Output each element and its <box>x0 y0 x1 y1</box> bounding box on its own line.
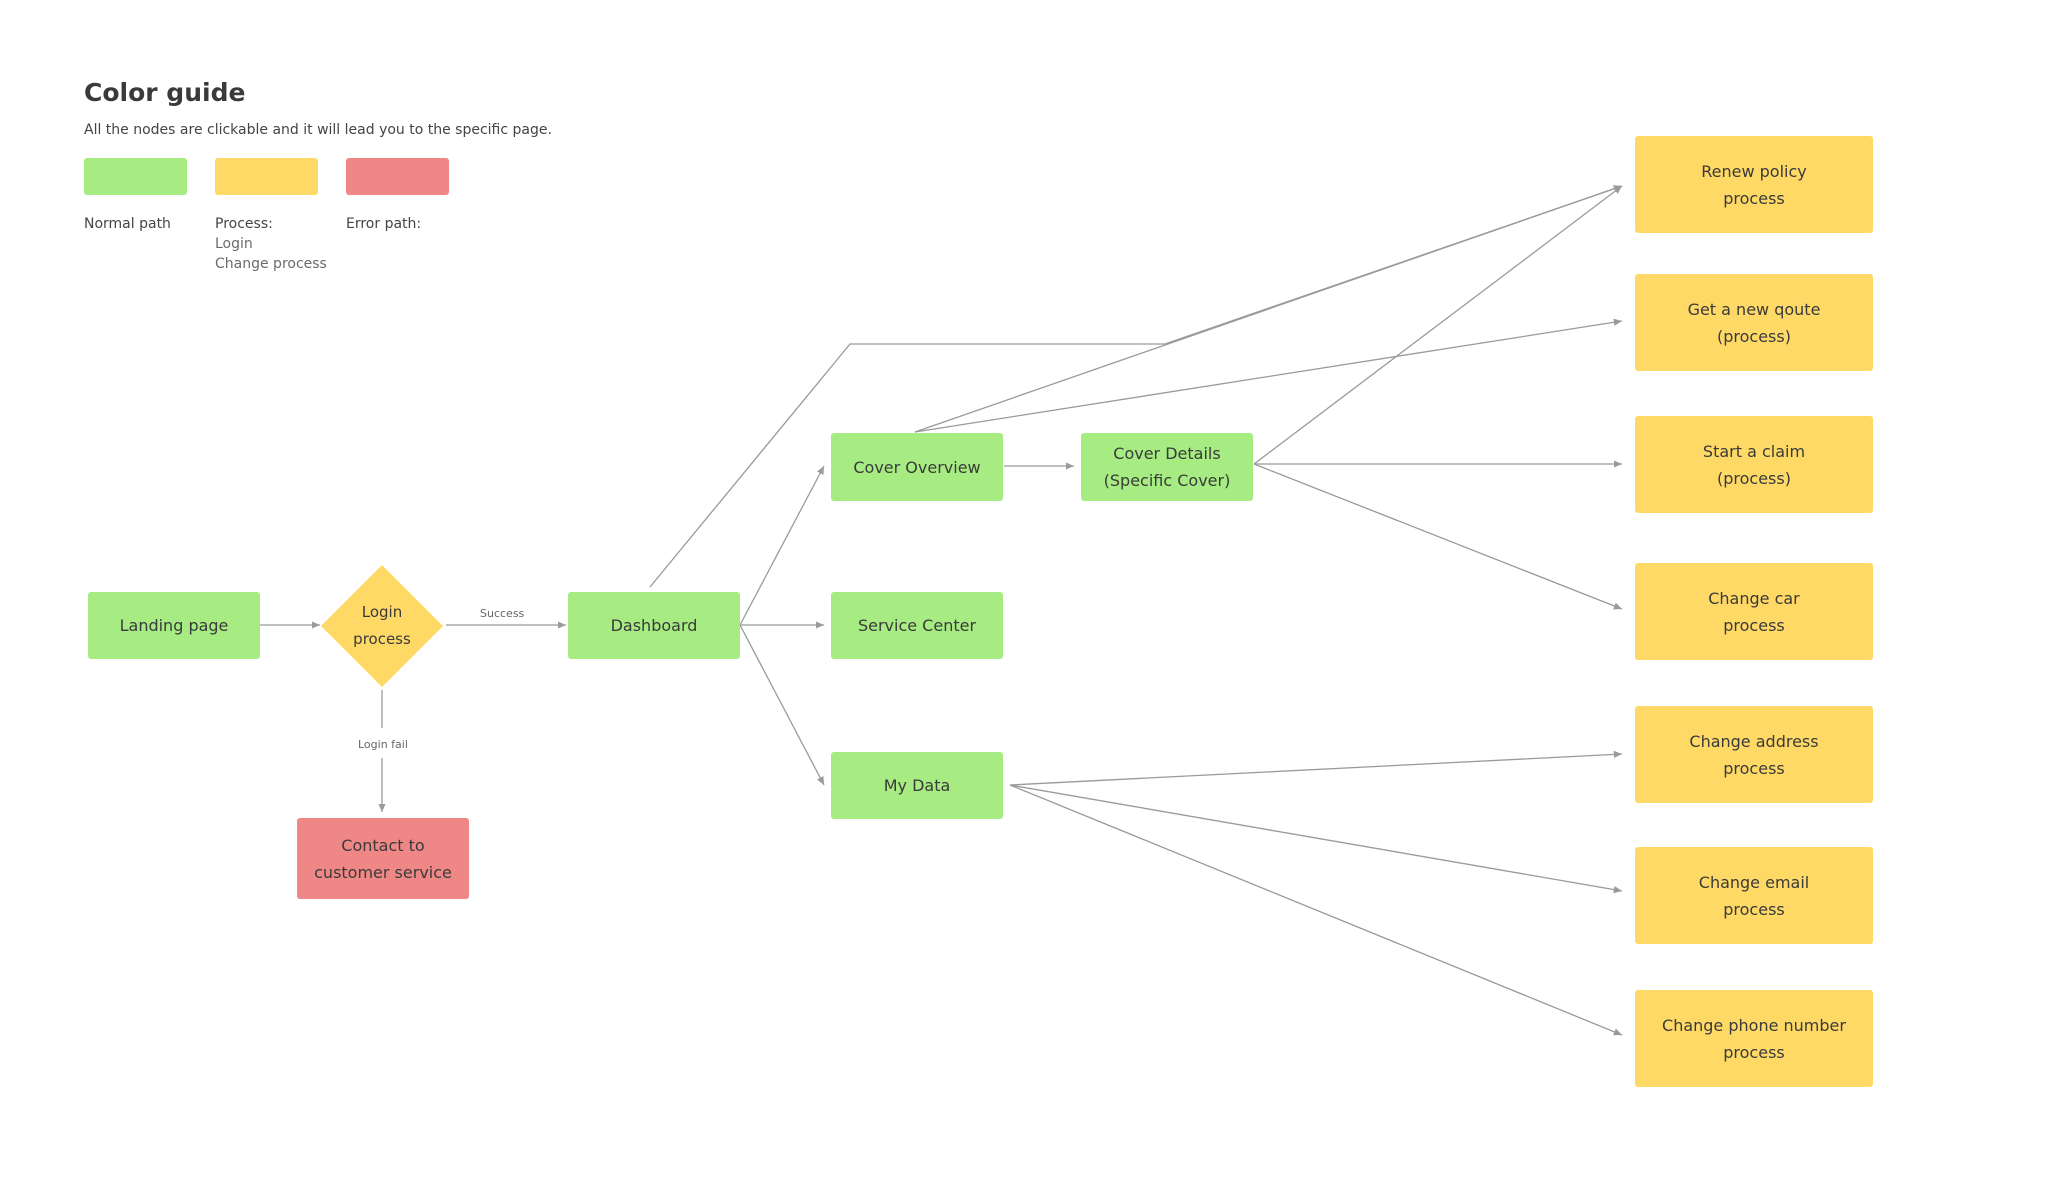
login-diamond-shape <box>321 565 443 687</box>
edge-cover-renew <box>914 185 1623 433</box>
node-change-phone[interactable]: Change phone number process <box>1635 990 1873 1087</box>
swatch-error-path <box>346 158 449 195</box>
edge-mydata-address <box>1009 750 1623 786</box>
color-guide-description: All the nodes are clickable and it will … <box>84 122 552 138</box>
swatch-label-error: Error path: <box>346 216 422 232</box>
edge-dashboard-mydata <box>739 624 825 786</box>
edge-details-renew <box>1253 185 1623 465</box>
node-start-claim[interactable]: Start a claim (process) <box>1635 416 1873 513</box>
edge-label-login-fail: Login fail <box>358 738 408 751</box>
swatch-process <box>215 158 318 195</box>
node-change-car[interactable]: Change car process <box>1635 563 1873 660</box>
swatch-label-normal: Normal path <box>84 216 171 232</box>
node-new-quote[interactable]: Get a new qoute (process) <box>1635 274 1873 371</box>
node-dashboard[interactable]: Dashboard <box>568 592 740 659</box>
node-contact-customer-service[interactable]: Contact to customer service <box>297 818 469 899</box>
node-landing-page[interactable]: Landing page <box>88 592 260 659</box>
edge-dashboard-renew <box>649 185 1623 588</box>
edge-mydata-email <box>1009 784 1623 894</box>
node-renew-policy[interactable]: Renew policy process <box>1635 136 1873 233</box>
edge-cover-quote <box>914 318 1623 433</box>
node-cover-details[interactable]: Cover Details (Specific Cover) <box>1081 433 1253 501</box>
node-login-process[interactable]: Login process <box>321 565 443 687</box>
login-process-label: Login process <box>353 603 411 648</box>
node-change-address[interactable]: Change address process <box>1635 706 1873 803</box>
swatch-normal-path <box>84 158 187 195</box>
node-service-center[interactable]: Service Center <box>831 592 1003 659</box>
edge-mydata-phone <box>1009 784 1623 1036</box>
edge-label-success: Success <box>480 607 525 620</box>
color-guide-title: Color guide <box>84 78 246 107</box>
swatch-sub-process: Login Change process <box>215 236 327 272</box>
node-change-email[interactable]: Change email process <box>1635 847 1873 944</box>
node-my-data[interactable]: My Data <box>831 752 1003 819</box>
edge-details-car <box>1253 463 1623 610</box>
edge-dashboard-cover <box>739 465 825 626</box>
swatch-label-process: Process: Login Change process <box>215 216 327 272</box>
node-cover-overview[interactable]: Cover Overview <box>831 433 1003 501</box>
